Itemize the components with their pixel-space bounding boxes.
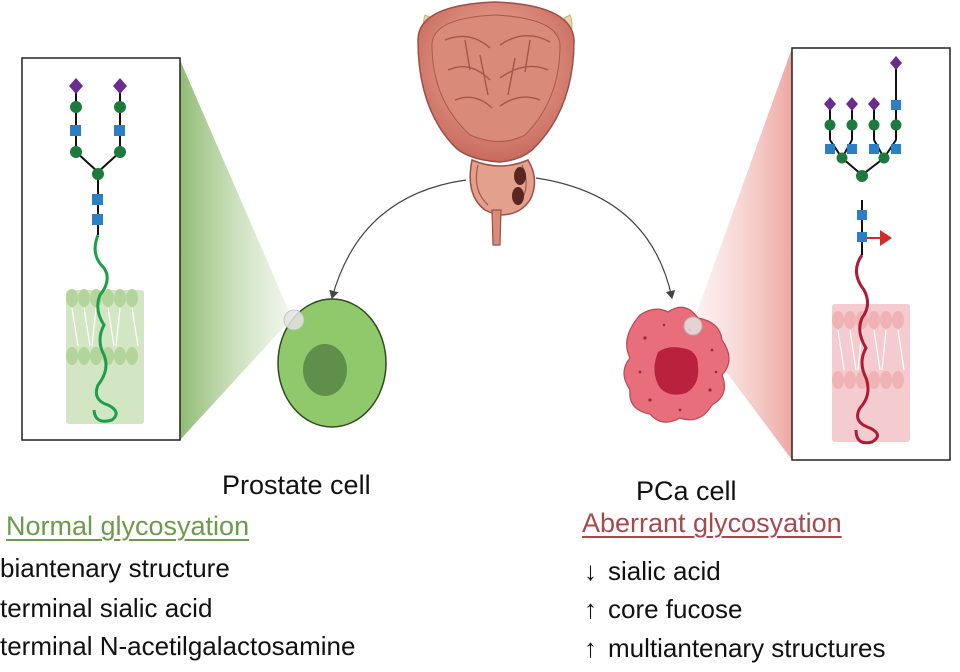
biantennary-glycan-icon xyxy=(21,57,181,441)
normal-glycosylation-heading: Normal glycosyation xyxy=(6,511,250,541)
aberrant-feature-text: sialic acid xyxy=(608,556,721,586)
aberrant-feature-item: ↑ core fucose xyxy=(584,594,742,625)
multiantennary-glycan-icon xyxy=(791,47,951,461)
increase-arrow-icon: ↑ xyxy=(584,594,597,624)
normal-feature-item: biantenary structure xyxy=(0,553,230,583)
aberrant-glycosylation-heading: Aberrant glycosyation xyxy=(582,508,842,538)
aberrant-feature-item: ↑ multiantenary structures xyxy=(584,633,885,664)
normal-feature-item: terminal N-acetilgalactosamine xyxy=(0,631,356,661)
arrow-to-prostate-cell xyxy=(329,179,467,300)
prostate-bladder-icon xyxy=(417,1,575,246)
pca-cell-label: PCa cell xyxy=(636,476,737,506)
normal-feature-item: terminal sialic acid xyxy=(0,593,213,623)
aberrant-feature-item: ↓ sialic acid xyxy=(584,556,721,587)
cancer-cell-icon xyxy=(623,306,730,423)
arrow-to-pca-cell xyxy=(535,177,676,300)
increase-arrow-icon: ↑ xyxy=(584,633,597,663)
prostate-cell-label: Prostate cell xyxy=(222,470,371,500)
aberrant-feature-text: multiantenary structures xyxy=(608,633,886,663)
decrease-arrow-icon: ↓ xyxy=(584,556,597,586)
aberrant-feature-text: core fucose xyxy=(608,594,743,624)
normal-zoom-beam xyxy=(180,60,292,440)
normal-cell-icon xyxy=(277,298,387,428)
